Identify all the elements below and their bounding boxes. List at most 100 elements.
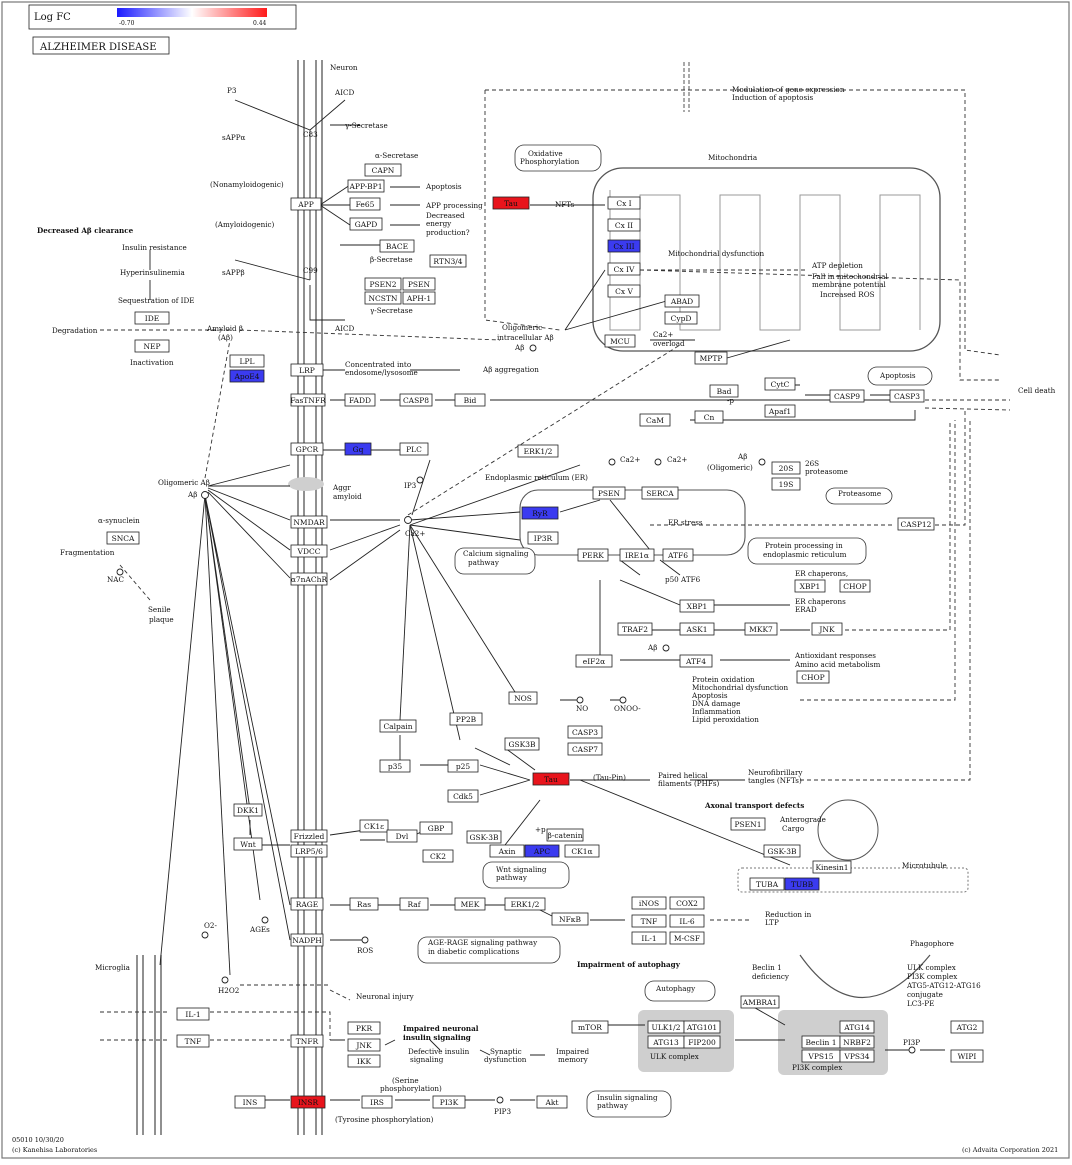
pathway-link-box[interactable] [417, 936, 561, 964]
gene-node-tnfr[interactable]: TNFR [290, 1034, 324, 1048]
gene-node-ras[interactable]: Ras [349, 897, 379, 911]
gene-node-xbp1b[interactable]: XBP1 [679, 599, 715, 613]
gene-node-calpain[interactable]: Calpain [379, 719, 417, 733]
gene-node-atf4[interactable]: ATF4 [679, 654, 713, 668]
gene-node-vps15[interactable]: VPS15 [801, 1049, 841, 1063]
gene-node-mptp[interactable]: MPTP [694, 351, 728, 365]
gene-node-ire1a[interactable]: IRE1α [619, 548, 655, 562]
gene-node-casp8[interactable]: CASP8 [399, 393, 433, 407]
gene-node-tau1[interactable]: Tau [492, 196, 530, 210]
gene-node-ask1[interactable]: ASK1 [679, 622, 715, 636]
gene-node-mkk7[interactable]: MKK7 [744, 622, 778, 636]
gene-node-19s[interactable]: 19S [771, 477, 801, 491]
gene-node-ikk[interactable]: IKK [347, 1054, 381, 1068]
gene-node-tubb[interactable]: TUBB [784, 877, 820, 891]
gene-node-ncstn[interactable]: NCSTN [364, 291, 402, 305]
gene-node-nfkb[interactable]: NFκB [551, 912, 589, 926]
gene-node-rtn34[interactable]: RTN3/4 [429, 254, 467, 268]
gene-node-bcatenin[interactable]: β-catenin [546, 828, 584, 842]
gene-node-gapd[interactable]: GAPD [349, 217, 383, 231]
gene-node-cam[interactable]: CaM [639, 413, 671, 427]
gene-node-nep[interactable]: NEP [134, 339, 170, 353]
gene-node-gpcr[interactable]: GPCR [290, 442, 324, 456]
gene-node-fastnfr[interactable]: FasTNFR [290, 393, 326, 407]
gene-node-erk12a[interactable]: ERK1/2 [517, 444, 559, 458]
gene-node-traf2[interactable]: TRAF2 [617, 622, 653, 636]
gene-node-gq[interactable]: Gq [344, 442, 372, 456]
gene-node-ambra1[interactable]: AMBRA1 [740, 995, 780, 1009]
gene-node-cdk5[interactable]: Cdk5 [447, 789, 479, 803]
gene-node-nrbf2[interactable]: NRBF2 [839, 1035, 875, 1049]
gene-node-capn[interactable]: CAPN [364, 163, 402, 177]
gene-node-plc[interactable]: PLC [399, 442, 429, 456]
gene-node-tau2[interactable]: Tau [532, 772, 570, 786]
pathway-link-box[interactable] [586, 1090, 672, 1118]
pathway-link-box[interactable] [747, 537, 867, 565]
gene-node-nadph[interactable]: NADPH [290, 933, 324, 947]
gene-node-ulk12[interactable]: ULK1/2 [647, 1020, 685, 1034]
gene-node-vdcc[interactable]: VDCC [290, 544, 328, 558]
gene-node-mek[interactable]: MEK [454, 897, 486, 911]
gene-node-fe65[interactable]: Fe65 [349, 197, 381, 211]
gene-node-atg14[interactable]: ATG14 [839, 1020, 875, 1034]
gene-node-cxi[interactable]: Cx I [607, 196, 641, 210]
gene-node-il1b[interactable]: IL-1 [176, 1007, 210, 1021]
gene-node-atg2[interactable]: ATG2 [950, 1020, 984, 1034]
gene-node-abad[interactable]: ABAD [664, 294, 700, 308]
gene-node-ide[interactable]: IDE [134, 311, 170, 325]
gene-node-eif2a[interactable]: eIF2α [575, 654, 613, 668]
gene-node-app[interactable]: APP [290, 197, 322, 211]
gene-node-jnkb[interactable]: JNK [347, 1038, 381, 1052]
gene-node-a7nachr[interactable]: α7nAChR [290, 572, 328, 586]
pathway-link-box[interactable] [644, 980, 716, 1002]
gene-node-casp9[interactable]: CASP9 [829, 389, 865, 403]
gene-node-p35[interactable]: p35 [379, 759, 411, 773]
gene-node-fadd[interactable]: FADD [344, 393, 376, 407]
pathway-link-box[interactable] [867, 366, 933, 386]
gene-node-jnka[interactable]: JNK [811, 622, 843, 636]
gene-node-psen_er[interactable]: PSEN [592, 486, 626, 500]
pathway-link-box[interactable] [482, 861, 570, 889]
gene-node-ck1a[interactable]: CK1α [564, 844, 600, 858]
gene-node-irs[interactable]: IRS [361, 1095, 393, 1109]
gene-node-wipi[interactable]: WIPI [950, 1049, 984, 1063]
gene-node-gsk3bb[interactable]: GSK-3B [466, 830, 502, 844]
gene-node-pi3k[interactable]: PI3K [432, 1095, 466, 1109]
gene-node-perk[interactable]: PERK [577, 548, 609, 562]
gene-node-tnfb[interactable]: TNF [176, 1034, 210, 1048]
gene-node-frizzled[interactable]: Frizzled [290, 829, 328, 843]
gene-node-casp7[interactable]: CASP7 [567, 742, 603, 756]
gene-node-akt[interactable]: Akt [536, 1095, 568, 1109]
gene-node-bace[interactable]: BACE [379, 239, 415, 253]
gene-node-gbp[interactable]: GBP [419, 821, 453, 835]
gene-node-tuba[interactable]: TUBA [749, 877, 785, 891]
pathway-link-box[interactable] [825, 487, 893, 505]
gene-node-nos[interactable]: NOS [508, 691, 538, 705]
gene-node-mtor[interactable]: mTOR [571, 1020, 609, 1034]
gene-node-aph1[interactable]: APH-1 [402, 291, 436, 305]
gene-node-cxv[interactable]: Cx V [607, 284, 641, 298]
gene-node-pp2b[interactable]: PP2B [449, 712, 483, 726]
gene-node-ryr[interactable]: RyR [521, 506, 559, 520]
gene-node-il1a[interactable]: IL-1 [631, 931, 667, 945]
gene-node-casp3b[interactable]: CASP3 [567, 725, 603, 739]
gene-node-atg101[interactable]: ATG101 [683, 1020, 721, 1034]
gene-node-cxiii[interactable]: Cx III [607, 239, 641, 253]
gene-node-snca[interactable]: SNCA [106, 531, 140, 545]
gene-node-wnt[interactable]: Wnt [233, 837, 263, 851]
gene-node-axin[interactable]: Axin [489, 844, 525, 858]
gene-node-bad[interactable]: Bad [709, 384, 739, 398]
gene-node-ck1e[interactable]: CK1ε [359, 819, 389, 833]
gene-node-cxiv[interactable]: Cx IV [607, 262, 641, 276]
gene-node-20s[interactable]: 20S [771, 461, 801, 475]
gene-node-psen[interactable]: PSEN [402, 277, 436, 291]
gene-node-chopa[interactable]: CHOP [839, 579, 871, 593]
gene-node-erk12b[interactable]: ERK1/2 [504, 897, 546, 911]
gene-node-cytc[interactable]: CytC [764, 377, 796, 391]
gene-node-gsk3bc[interactable]: GSK-3B [763, 844, 801, 858]
gene-node-il6[interactable]: IL-6 [669, 914, 705, 928]
gene-node-chopb[interactable]: CHOP [796, 670, 830, 684]
gene-node-lpl[interactable]: LPL [229, 354, 265, 368]
pathway-link-box[interactable] [514, 144, 602, 172]
gene-node-atg13[interactable]: ATG13 [647, 1035, 685, 1049]
